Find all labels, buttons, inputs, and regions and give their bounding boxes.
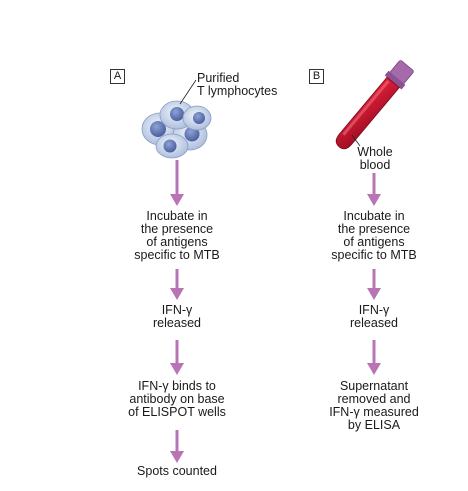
panel-a-step-incubate: Incubate in the presence of antigens spe… [134, 209, 220, 262]
panel-a-label: A [110, 69, 125, 84]
arrow-a-3 [170, 340, 184, 375]
panel-b-step-ifn-released: IFN-γ released [350, 303, 398, 330]
arrow-a-1 [170, 160, 184, 206]
panel-b-step-incubate: Incubate in the presence of antigens spe… [331, 209, 417, 262]
tube-callout-line [351, 134, 361, 147]
arrow-b-2 [367, 269, 381, 300]
arrow-b-1 [367, 173, 381, 206]
panel-a-step-ifn-binds: IFN-γ binds to antibody on base of ELISP… [128, 379, 226, 419]
panel-b-step-supernatant: Supernatant removed and IFN-γ measured b… [329, 379, 419, 432]
blood-tube [335, 60, 414, 150]
arrow-a-4 [170, 430, 184, 463]
tube-label: Whole blood [357, 145, 393, 172]
cells-label: Purified T lymphocytes [197, 71, 278, 98]
lymphocyte-cell [155, 133, 189, 159]
arrow-a-2 [170, 269, 184, 300]
panel-b-arrows [367, 173, 381, 375]
panel-a-step-ifn-released: IFN-γ released [153, 303, 201, 330]
lymphocyte-cell [182, 105, 212, 131]
cells-callout-line [179, 79, 197, 105]
panel-a-arrows [170, 160, 184, 463]
panel-a-step-spots-counted: Spots counted [137, 464, 217, 478]
arrow-b-3 [367, 340, 381, 375]
lymphocyte-cluster [141, 100, 212, 159]
panel-b-label: B [309, 69, 324, 84]
